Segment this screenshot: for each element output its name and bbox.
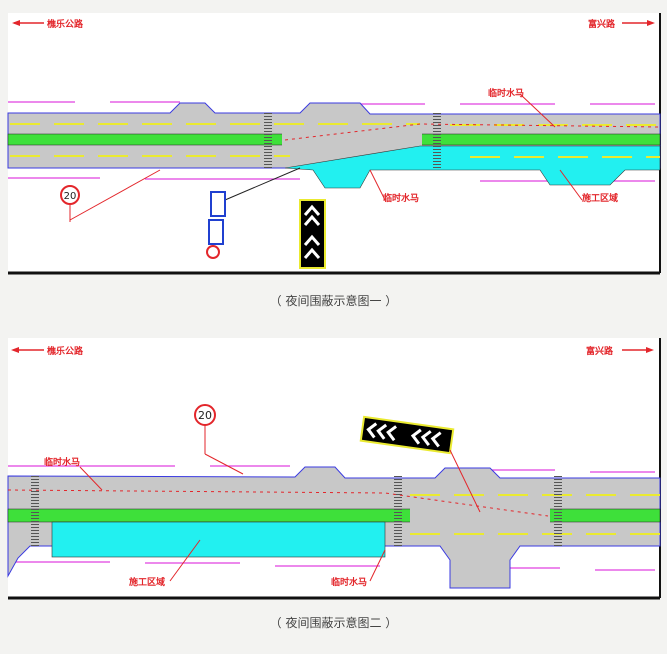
diagram-1: 樵乐公路 富兴路 20 临时水马 临时水马 施工区域 [7, 13, 661, 275]
barrier-label-2: 临时水马 [331, 576, 367, 588]
diagram-2: 樵乐公路 富兴路 20 临时水马 临时水马 施工区域 [7, 338, 661, 600]
west-road-label: 樵乐公路 [47, 345, 84, 357]
barrier-label-1: 临时水马 [488, 87, 524, 99]
barrier-label-1: 临时水马 [44, 456, 80, 468]
speed-limit-sign: 20 [194, 404, 244, 475]
barrier-label-2: 临时水马 [383, 192, 419, 204]
speed-limit-value: 20 [198, 409, 212, 422]
east-arrow-icon [622, 20, 655, 26]
sidewalk-lines [8, 101, 655, 182]
crosswalks [264, 113, 441, 168]
speed-limit-sign: 20 [60, 169, 161, 222]
speed-limit-value: 20 [64, 191, 77, 202]
east-arrow-icon [622, 347, 654, 353]
barrier-line [284, 123, 661, 141]
guide-signs [206, 167, 301, 259]
west-arrow-icon [12, 20, 44, 26]
chevron-sign [299, 199, 326, 269]
work-zone-label: 施工区域 [129, 576, 165, 588]
west-arrow-icon [11, 347, 44, 353]
green-median [7, 508, 661, 523]
west-road-label: 樵乐公路 [47, 18, 84, 30]
chevron-sign [359, 415, 455, 455]
lane-markings [10, 123, 660, 158]
east-road-label: 富兴路 [586, 345, 614, 357]
caption-1: （ 夜间围蔽示意图一 ） [269, 294, 398, 308]
work-zone [51, 521, 386, 558]
work-zone-label: 施工区域 [582, 192, 618, 204]
sidewalk-lines [8, 465, 655, 571]
east-road-label: 富兴路 [588, 18, 616, 30]
caption-2: （ 夜间围蔽示意图二 ） [269, 616, 398, 630]
